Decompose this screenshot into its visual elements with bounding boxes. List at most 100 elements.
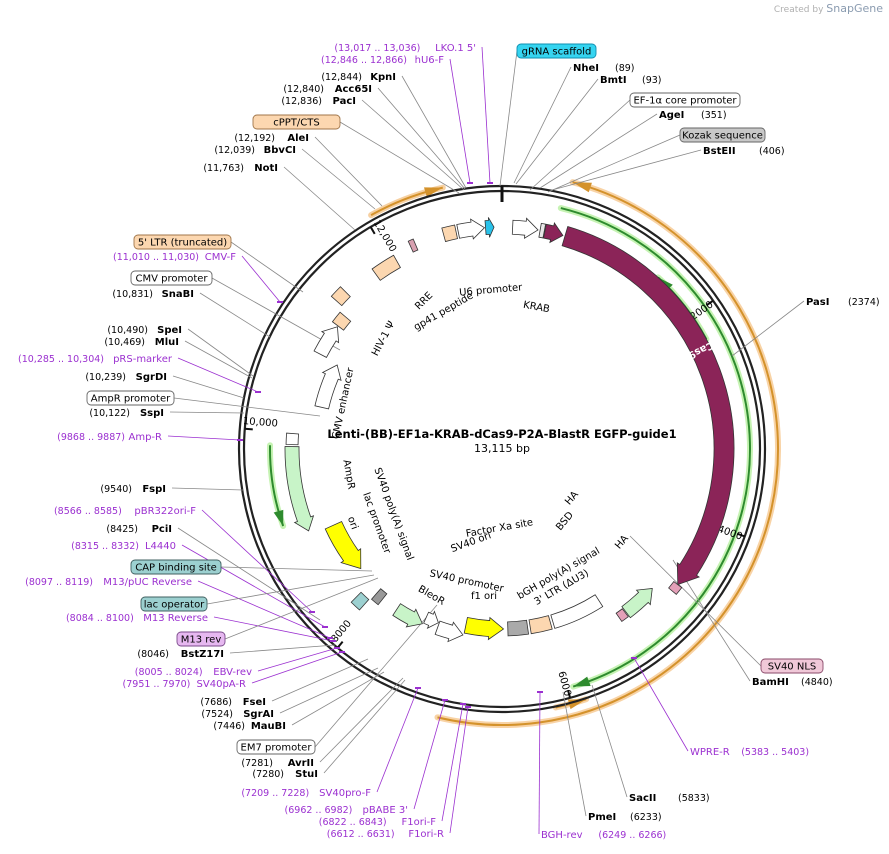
site-coordinate: (8315 .. 8332): [71, 541, 139, 552]
feature-box-label: CMV promoter: [135, 274, 208, 285]
leader-line: [562, 691, 587, 817]
leader-line: [279, 667, 379, 714]
site-name: MluI: [155, 337, 179, 348]
leader-line: [291, 671, 385, 726]
site-coordinate: (10,490): [107, 325, 148, 336]
site-name: PciI: [152, 524, 172, 535]
site-coordinate: (7686): [200, 697, 232, 708]
leader-line: [551, 149, 702, 191]
site-coordinate: (12,192): [234, 133, 275, 144]
site-label: SV40pA-R(7951 .. 7970): [123, 679, 246, 690]
site-label: AleI(12,192): [234, 133, 309, 144]
leader-line: [199, 292, 271, 338]
feature-box: cPPT/CTS: [252, 114, 341, 130]
feature-box-background: [236, 739, 316, 755]
site-label: SV40pro-F (7209 .. 7228): [241, 788, 371, 799]
site-name: MauBI: [251, 721, 286, 732]
site-label: PmeI(6233): [588, 812, 662, 823]
site-name: FspI: [142, 484, 166, 495]
box-leader-line: [529, 99, 631, 191]
leader-line-layer: [167, 46, 805, 835]
site-name: FseI: [243, 697, 266, 708]
feature-box: M13 rev: [176, 631, 226, 647]
site-name: M13/pUC Reverse: [103, 577, 192, 588]
annotation-arc: [560, 207, 751, 688]
site-coordinate: (6233): [630, 812, 662, 823]
site-name: LKO.1 5': [435, 43, 476, 54]
site-coordinate: (9540): [100, 484, 132, 495]
site-label: SgrDI(10,239): [85, 372, 167, 383]
feature-ltr3: [528, 615, 553, 635]
site-name: F1ori-R: [408, 829, 444, 840]
site-coordinate: (7209 .. 7228): [241, 788, 309, 799]
annotation-arc-arrowhead: [423, 187, 443, 197]
site-coordinate: (12,844): [321, 72, 362, 83]
leader-line: [441, 703, 464, 822]
leader-line: [314, 136, 383, 207]
site-name: BstEII: [703, 146, 736, 157]
feature-bleor: [392, 603, 423, 628]
feature-label: BleoR: [416, 584, 447, 608]
site-name: BGH-rev: [541, 830, 583, 841]
tick-mark: [736, 532, 746, 538]
site-name: F1ori-F: [402, 817, 437, 828]
site-coordinate: (12,039): [214, 145, 255, 156]
feature-wpre: [550, 594, 604, 629]
site-coordinate: (12,836): [281, 96, 322, 107]
plasmid-name: Lenti-(BB)-EF1a-KRAB-dCas9-P2A-BlastR EG…: [327, 427, 676, 441]
leader-line: [172, 375, 245, 399]
feature-box: lac operator: [140, 596, 208, 612]
feature-label: KRAB: [522, 300, 550, 316]
feature-box: SV40 NLS: [760, 658, 824, 674]
feature-box: CMV promoter: [130, 270, 213, 286]
feature-box-label: CAP binding site: [135, 563, 217, 574]
site-label: FseI (7686): [200, 697, 266, 708]
tick-label: 10,000: [242, 416, 278, 430]
site-coordinate: (8566 .. 8585): [54, 506, 122, 517]
feature-u6: [456, 218, 486, 240]
leader-line: [213, 616, 334, 642]
leader-line: [187, 328, 254, 377]
site-name: SV40pro-F: [319, 788, 371, 799]
feature-label: HA: [563, 489, 581, 507]
site-coordinate: (6822 .. 6843): [319, 817, 387, 828]
backbone: [237, 184, 767, 714]
leader-line: [257, 647, 338, 672]
site-coordinate: (10,831): [112, 289, 153, 300]
leader-line: [323, 679, 406, 774]
site-coordinate: (7951 .. 7970): [123, 679, 191, 690]
leader-line: [251, 651, 343, 684]
site-name: BmtI: [600, 75, 627, 86]
feature-label: AmpR: [340, 459, 356, 490]
site-coordinate: (6612 .. 6631): [327, 829, 395, 840]
feature-box-background: [679, 127, 766, 143]
box-leader-line: [339, 121, 460, 194]
box-leader-line: [211, 277, 341, 351]
leader-line: [539, 113, 658, 189]
feature-em7: [423, 610, 439, 629]
feature-box-label: lac operator: [144, 600, 205, 611]
site-coordinate: (5383 .. 5403): [741, 747, 809, 758]
leader-line: [171, 487, 244, 491]
site-coordinate: (8425): [106, 524, 138, 535]
site-label: WPRE-R(5383 .. 5403): [690, 747, 809, 758]
site-label: pBR322ori-F(8566 .. 8585): [54, 506, 196, 517]
site-coordinate: (11,010 .. 11,030): [113, 252, 199, 263]
box-leader-line: [314, 604, 438, 748]
leader-line: [181, 544, 326, 628]
site-label: Amp-R(9868 .. 9887): [57, 432, 162, 443]
leader-line: [449, 706, 469, 834]
leader-line: [481, 46, 491, 184]
leader-line: [177, 527, 321, 621]
site-coordinate: (8005 .. 8024): [135, 667, 203, 678]
box-leader-line: [220, 566, 373, 572]
site-coordinate: (7524): [201, 709, 233, 720]
leader-line: [319, 677, 404, 763]
feature-ori: [324, 520, 362, 570]
tick-mark: [567, 689, 572, 699]
leader-line: [283, 166, 356, 231]
site-label: SspI(10,122): [89, 408, 164, 419]
feature-label: f1 ori: [471, 591, 497, 602]
feature-f1: [463, 616, 505, 641]
leader-line: [401, 75, 467, 189]
